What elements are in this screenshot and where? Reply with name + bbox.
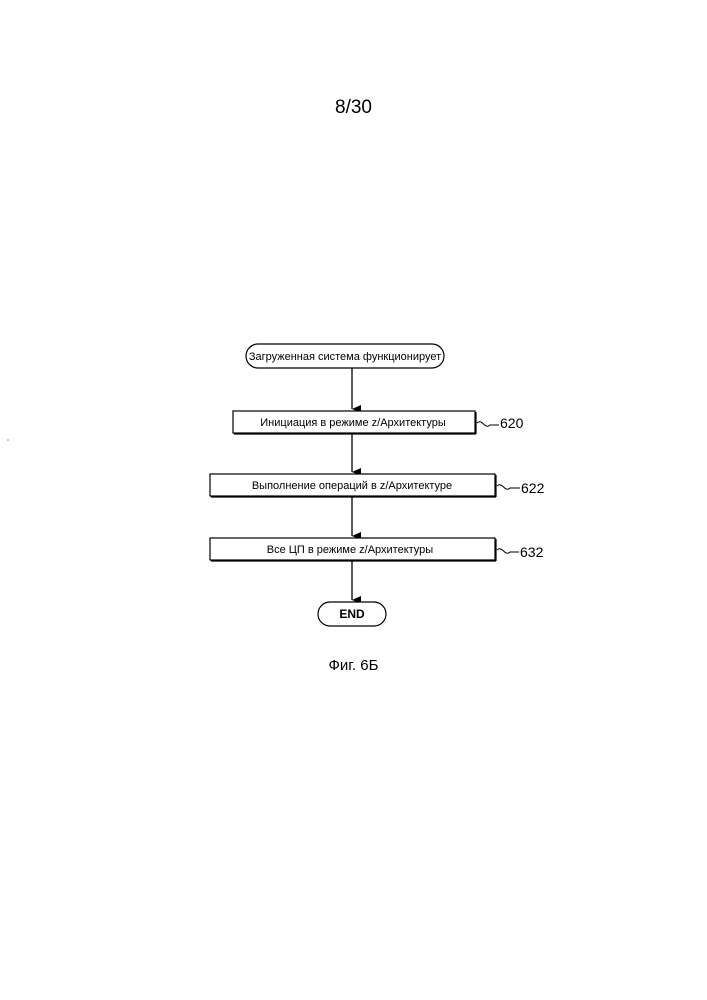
figure-caption: Фиг. 6Б — [0, 657, 707, 674]
ref-620: 620 — [500, 415, 524, 431]
scan-speck — [7, 439, 9, 441]
ref-leader-620 — [477, 422, 499, 426]
ref-622: 622 — [521, 480, 545, 496]
step-620-label: Инициация в режиме z/Архитектуры — [260, 417, 446, 429]
step-632-label: Все ЦП в режиме z/Архитектуры — [267, 544, 434, 556]
start-terminator: Загруженная система функционирует — [246, 344, 444, 368]
end-terminator: END — [318, 602, 386, 626]
ref-leader-622 — [497, 485, 520, 489]
ref-632: 632 — [520, 544, 544, 560]
process-step-620: Инициация в режиме z/Архитектуры — [233, 411, 476, 434]
start-label: Загруженная система функционирует — [249, 351, 441, 363]
process-step-632: Все ЦП в режиме z/Архитектуры — [210, 538, 496, 561]
end-label: END — [339, 607, 365, 621]
process-step-622: Выполнение операций в z/Архитектуре — [210, 474, 496, 497]
step-622-label: Выполнение операций в z/Архитектуре — [252, 480, 452, 492]
ref-leader-632 — [497, 549, 519, 553]
